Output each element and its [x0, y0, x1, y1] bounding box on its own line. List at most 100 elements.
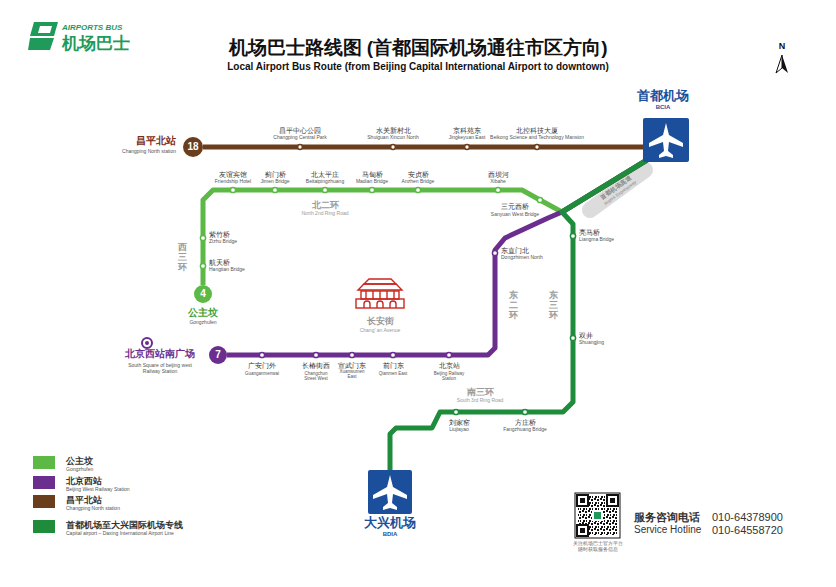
route-number: 4	[200, 288, 206, 300]
map-label: AIRPORTS BUS	[62, 23, 122, 32]
map-label: 双井	[579, 332, 593, 340]
map-label: 东二环	[509, 291, 518, 321]
map-label: Xuanwumen East	[335, 369, 369, 379]
plane-icon	[643, 118, 689, 162]
map-label: Fangzhuang Bridge	[503, 427, 547, 433]
map-label: 马甸桥	[362, 171, 383, 179]
map-label: Madian Bridge	[356, 179, 388, 185]
map-label: 东三环	[549, 291, 558, 321]
map-label: Dongzhimen North	[501, 255, 543, 261]
node-text: BDIA	[383, 531, 398, 538]
map-label: 服务咨询电话	[634, 511, 700, 524]
node-text: Gongzhufen	[189, 320, 216, 326]
map-label: Shuiguan Xincun North	[367, 135, 418, 141]
map-label: Beitaipingzhuang	[306, 179, 344, 185]
map-label: Chang' an Avenue	[360, 328, 401, 334]
node-text: 昌平北站	[136, 135, 176, 147]
airport-terminal: 大兴机场BDIA	[368, 470, 412, 514]
map-label: Liujiayao	[449, 427, 469, 433]
map-label: Shuangjing	[579, 340, 604, 346]
map-label: Liangma Bridge	[579, 237, 614, 243]
map-label: 前门东	[383, 362, 404, 370]
map-label: 西坝河	[488, 171, 509, 179]
map-label: Hangtian Bridge	[209, 267, 245, 273]
map-label: 010-64378900	[712, 511, 783, 524]
route-number-circle: 7北京西站南广场South Square of beijing west Rai…	[209, 346, 227, 364]
map-label: 010-64558720	[712, 524, 783, 537]
railway-station-ring	[142, 338, 152, 348]
legend-swatch	[33, 520, 55, 533]
legend-swatch	[33, 456, 55, 469]
airport-terminal: 首都机场BCIA	[643, 118, 689, 162]
map-label: Capital airport – Daxing International A…	[66, 531, 174, 537]
map-label: Anzhen Bridge	[402, 179, 435, 185]
map-label: 关注机场巴士官方平台	[573, 541, 623, 546]
map-label: Changping North station	[66, 506, 120, 512]
map-label: 长椿街西	[302, 362, 330, 370]
map-label: 方庄桥	[515, 419, 536, 427]
map-label: 航天桥	[209, 259, 230, 267]
logo-mark	[28, 22, 58, 50]
map-label: Local Airport Bus Route (from Beijing Ca…	[227, 61, 608, 73]
map-label: 广安门外	[248, 362, 276, 370]
map-label: 宣武门东	[338, 362, 366, 370]
map-label: Beikong Science and Technology Mansion	[490, 135, 584, 141]
route-number: 18	[187, 141, 198, 153]
map-label: Beijing West Railway Station	[66, 487, 130, 493]
map-label: Zizhu Bridge	[209, 239, 237, 245]
map-label: South 3rd Ring Road	[457, 398, 504, 404]
bus-route-line	[203, 160, 647, 285]
map-label: 北京站	[439, 362, 460, 370]
map-label: 东直门北	[501, 247, 529, 255]
map-label: 紫竹桥	[209, 231, 230, 239]
map-label: 三元西桥	[501, 203, 529, 211]
map-label: 长安街	[367, 316, 394, 326]
map-label: Sanyuan West Bridge	[491, 212, 539, 218]
qr-code	[575, 493, 620, 538]
node-text: BCIA	[656, 104, 671, 111]
map-label: Xibahe	[490, 179, 506, 185]
bus-route-line	[227, 160, 647, 355]
map-label: 友谊宾馆	[219, 171, 247, 179]
map-label: Guanganmenwai	[245, 371, 279, 376]
bus-route-line	[203, 145, 643, 150]
map-label: 昌平中心公园	[279, 127, 321, 135]
map-label: Gongzhufen	[66, 467, 93, 473]
north-arrow	[776, 55, 788, 73]
node-text: 首都机场	[637, 89, 689, 104]
map-label: N	[779, 41, 786, 51]
node-text: 北京西站南广场	[125, 348, 195, 360]
node-text: South Square of beijing west Railway Sta…	[121, 363, 199, 375]
map-label: 北控科技大厦	[516, 127, 558, 135]
route-number-circle: 18昌平北站Changping North station	[183, 137, 203, 157]
plane-icon	[368, 470, 412, 514]
legend-text: 北京西站	[66, 476, 102, 486]
map-label: Friendship Hotel	[215, 179, 251, 185]
map-label: 北太平庄	[311, 171, 339, 179]
map-label: 刘家窑	[449, 419, 470, 427]
legend-text: 首都机场至大兴国际机场专线	[66, 520, 183, 530]
map-label: 随时获取服务信息	[578, 547, 618, 552]
route-number: 7	[215, 349, 221, 361]
map-label: 水关新村北	[376, 127, 411, 135]
map-label: 南三环	[467, 387, 494, 397]
map-label: Changping Central Park	[273, 135, 326, 141]
legend-swatch	[33, 476, 55, 489]
map-label: 京科苑东	[453, 127, 481, 135]
map-label: North 2nd Ring Road	[302, 211, 349, 217]
map-label: 北二环	[312, 200, 339, 210]
route-number-circle: 4公主坟Gongzhufen	[194, 285, 212, 303]
map-label: Jimen Bridge	[260, 179, 289, 185]
map-label: Beijing Railway Station	[432, 371, 466, 381]
map-label: Changchun Street West	[299, 371, 333, 381]
map-label: Qianmen East	[376, 371, 410, 376]
map-label: 西三环	[178, 243, 187, 273]
node-text: Changping North station	[122, 149, 176, 155]
map-title: 机场巴士路线图 (首都国际机场通往市区方向)	[229, 37, 608, 59]
legend-swatch	[33, 495, 55, 508]
map-label: 机场巴士	[62, 34, 130, 54]
